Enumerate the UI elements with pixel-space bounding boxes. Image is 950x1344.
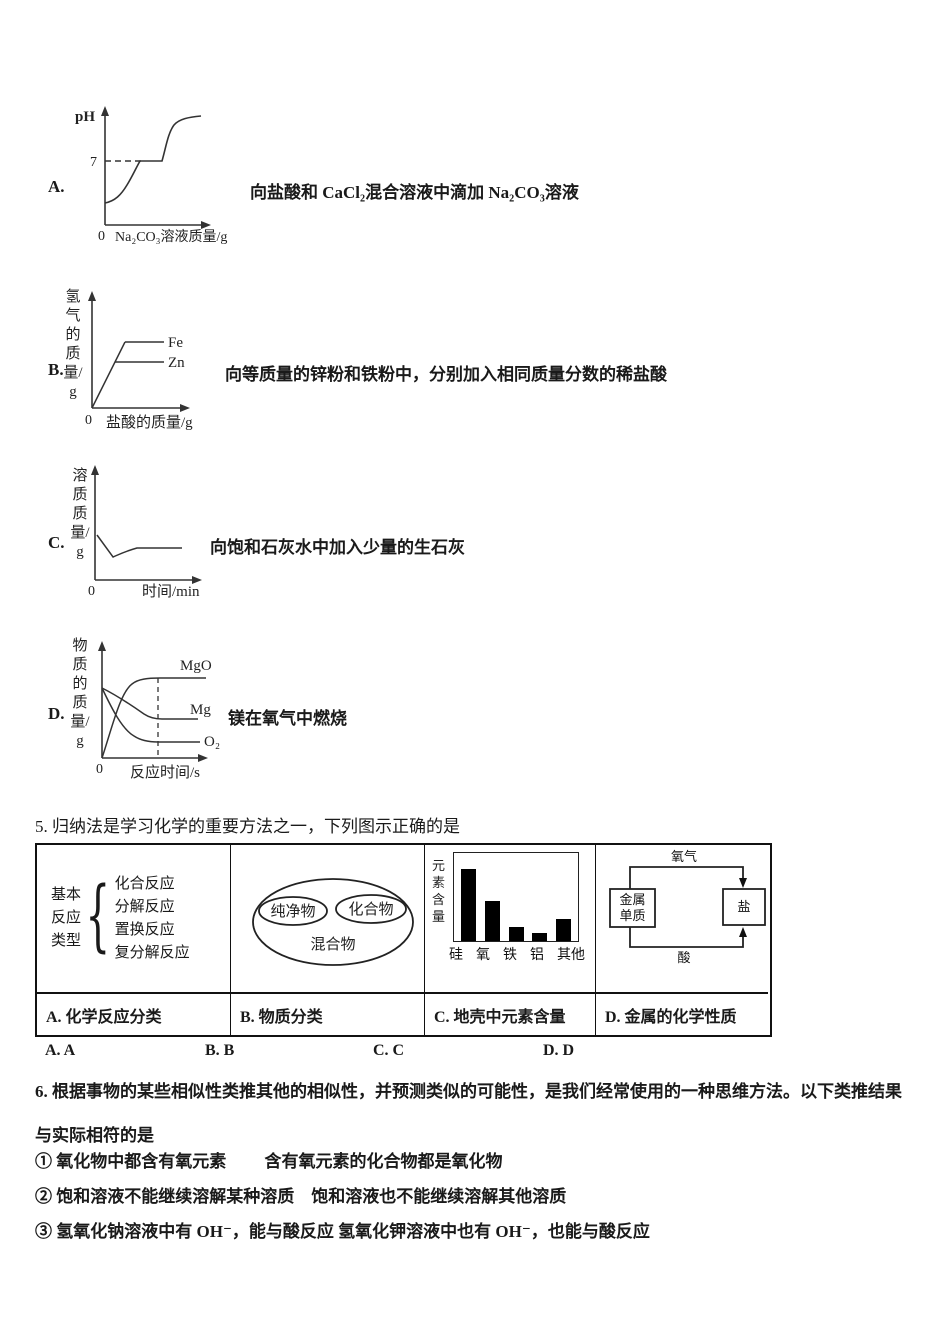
graph-a-curve xyxy=(104,115,202,204)
graph-d-ylabel: 物质的质量/g xyxy=(70,638,90,749)
bar-label-fe: 铁 xyxy=(503,948,517,963)
graph-b-yaxis-arrow xyxy=(88,291,96,301)
acid-arrowhead xyxy=(739,927,747,937)
reaction-types-list: 化合反应 分解反应 置换反应 复分解反应 xyxy=(114,875,190,961)
caption-b-matter-classification: B. 物质分类 xyxy=(230,992,424,1035)
option-d-label: D. xyxy=(48,704,65,723)
metal-properties-diagram xyxy=(609,866,766,948)
graph-d-o2-label: O₂ xyxy=(204,734,220,750)
salt-box-label: 盐 xyxy=(737,899,751,914)
graph-a-xaxis-arrow xyxy=(201,221,211,229)
graph-d-origin: 0 xyxy=(96,762,103,777)
option-d-description: 镁在氧气中燃烧 xyxy=(228,709,347,728)
graph-b-xlabel: 盐酸的质量/g xyxy=(106,414,193,431)
bar xyxy=(484,901,500,941)
option-a-description: 向盐酸和 CaCl₂混合溶液中滴加 Na₂CO₃溶液 xyxy=(250,183,579,202)
brace-glyph: { xyxy=(85,870,111,961)
acid-path xyxy=(629,927,744,948)
question-6-item-3: ③ 氢氧化钠溶液中有 OH⁻，能与酸反应 氢氧化钾溶液中也有 OH⁻，也能与酸反… xyxy=(35,1222,650,1241)
graph-a-origin: 0 xyxy=(98,229,105,244)
graph-c-solute-vs-time: 0 时间/min xyxy=(88,465,202,600)
graph-c-xlabel: 时间/min xyxy=(142,583,200,600)
graph-a-ytick-7: 7 xyxy=(90,155,97,170)
graph-c-ylabel: 溶质质量/g xyxy=(70,468,90,560)
graph-d-mgo-label: MgO xyxy=(180,658,212,674)
graph-c-xaxis-arrow xyxy=(192,576,202,584)
graph-d-yaxis-arrow xyxy=(98,641,106,651)
graph-b-origin: 0 xyxy=(85,413,92,428)
crust-chart-ylabel: 元素含量 xyxy=(432,858,446,924)
graph-d-mg-label: Mg xyxy=(190,702,211,718)
option-c-label: C. xyxy=(48,533,65,552)
bar-label-o: 氧 xyxy=(476,948,490,963)
caption-c-crust-elements: C. 地壳中元素含量 xyxy=(424,992,595,1035)
graph-a-yaxis-arrow xyxy=(101,106,109,116)
inner-ellipse-compound xyxy=(335,894,407,924)
bar-label-other: 其他 xyxy=(557,948,585,963)
table-cell-crust-elements: 元素含量 硅 氧 铁 铝 其他 xyxy=(424,845,595,992)
choice-b: B. B xyxy=(205,1042,235,1059)
graph-b-zn-label: Zn xyxy=(168,355,185,371)
acid-label: 酸 xyxy=(677,950,691,965)
bar xyxy=(556,919,571,941)
graph-d-mg-curve xyxy=(101,687,198,720)
graph-d-xaxis-arrow xyxy=(198,754,208,762)
outer-ellipse-mixture xyxy=(252,878,414,966)
graph-a-ylabel: pH xyxy=(75,109,95,125)
crust-bar-chart xyxy=(453,852,579,942)
option-c-description: 向饱和石灰水中加入少量的生石灰 xyxy=(210,538,465,557)
question-6-item-1: ① 氧化物中都含有氧元素 含有氧元素的化合物都是氧化物 xyxy=(35,1152,503,1171)
graph-c-yaxis-arrow xyxy=(91,465,99,475)
option-b-label: B. xyxy=(48,360,64,379)
question-6-stem-line1: 6. 根据事物的某些相似性类推其他的相似性，并预测类似的可能性，是我们经常使用的… xyxy=(35,1082,902,1101)
question-5-stem: 5. 归纳法是学习化学的重要方法之一，下列图示正确的是 xyxy=(35,817,460,836)
graph-b-ylabel: 氢气的质量/g xyxy=(63,289,83,400)
metal-box-label: 金属 单质 xyxy=(619,892,646,923)
reaction-types-group-label: 基本 反应 类型 xyxy=(51,887,82,949)
bar-label-al: 铝 xyxy=(530,948,544,963)
crust-chart-xlabels: 硅 氧 铁 铝 其他 xyxy=(449,944,585,964)
bar xyxy=(461,869,476,941)
matter-classification-venn: 纯净物 化合物 混合物 xyxy=(252,878,414,966)
table-cell-metal-properties: 氧气 金属 单质 盐 酸 xyxy=(595,845,768,992)
graph-a-xlabel: Na₂CO₃溶液质量/g xyxy=(115,229,227,245)
oxygen-label: 氧气 xyxy=(670,849,697,864)
choice-a: A. A xyxy=(45,1042,76,1059)
caption-d-metal-properties: D. 金属的化学性质 xyxy=(595,992,768,1035)
question-5-table: 基本 反应 类型 { 化合反应 分解反应 置换反应 复分解反应 纯净物 化合物 … xyxy=(35,843,772,1037)
table-cell-matter-classification: 纯净物 化合物 混合物 xyxy=(230,845,424,992)
graph-d-mg-combustion: MgO Mg O₂ 0 反应时间/s xyxy=(96,641,220,781)
graph-d-xlabel: 反应时间/s xyxy=(130,763,200,781)
graph-c-curve xyxy=(96,534,182,558)
oxygen-arrowhead xyxy=(739,878,747,888)
graph-b-common-rise xyxy=(91,341,126,409)
choice-d: D. D xyxy=(543,1042,575,1059)
graph-a-ph-curve: pH 7 0 Na₂CO₃溶液质量/g xyxy=(75,106,227,245)
graph-b-h2-vs-hcl: Fe Zn 0 盐酸的质量/g xyxy=(85,291,193,431)
graph-d-o2-curve xyxy=(101,687,200,743)
graph-d-mgo-curve xyxy=(101,677,206,759)
table-cell-reaction-types: 基本 反应 类型 { 化合反应 分解反应 置换反应 复分解反应 xyxy=(37,845,230,992)
salt-box xyxy=(722,888,766,926)
bar xyxy=(532,933,548,941)
question-6-item-2: ② 饱和溶液不能继续溶解某种溶质 饱和溶液也不能继续溶解其他溶质 xyxy=(35,1187,567,1206)
bar-label-si: 硅 xyxy=(449,948,463,963)
option-a-label: A. xyxy=(48,177,65,196)
graph-b-fe-label: Fe xyxy=(168,335,183,351)
caption-a-reaction-classification: A. 化学反应分类 xyxy=(37,992,230,1035)
metal-box xyxy=(609,888,656,928)
graph-b-xaxis-arrow xyxy=(180,404,190,412)
inner-ellipse-pure-substance xyxy=(258,896,328,926)
mixture-label: 混合物 xyxy=(310,936,355,953)
choice-c: C. C xyxy=(373,1042,405,1059)
graph-c-origin: 0 xyxy=(88,584,95,599)
oxygen-path xyxy=(629,866,744,889)
bar xyxy=(508,927,524,941)
question-6-stem-line2: 与实际相符的是 xyxy=(35,1126,154,1145)
pure-substance-label: 纯净物 xyxy=(270,903,315,920)
option-b-description: 向等质量的锌粉和铁粉中，分别加入相同质量分数的稀盐酸 xyxy=(225,365,667,384)
compound-label: 化合物 xyxy=(348,901,393,918)
